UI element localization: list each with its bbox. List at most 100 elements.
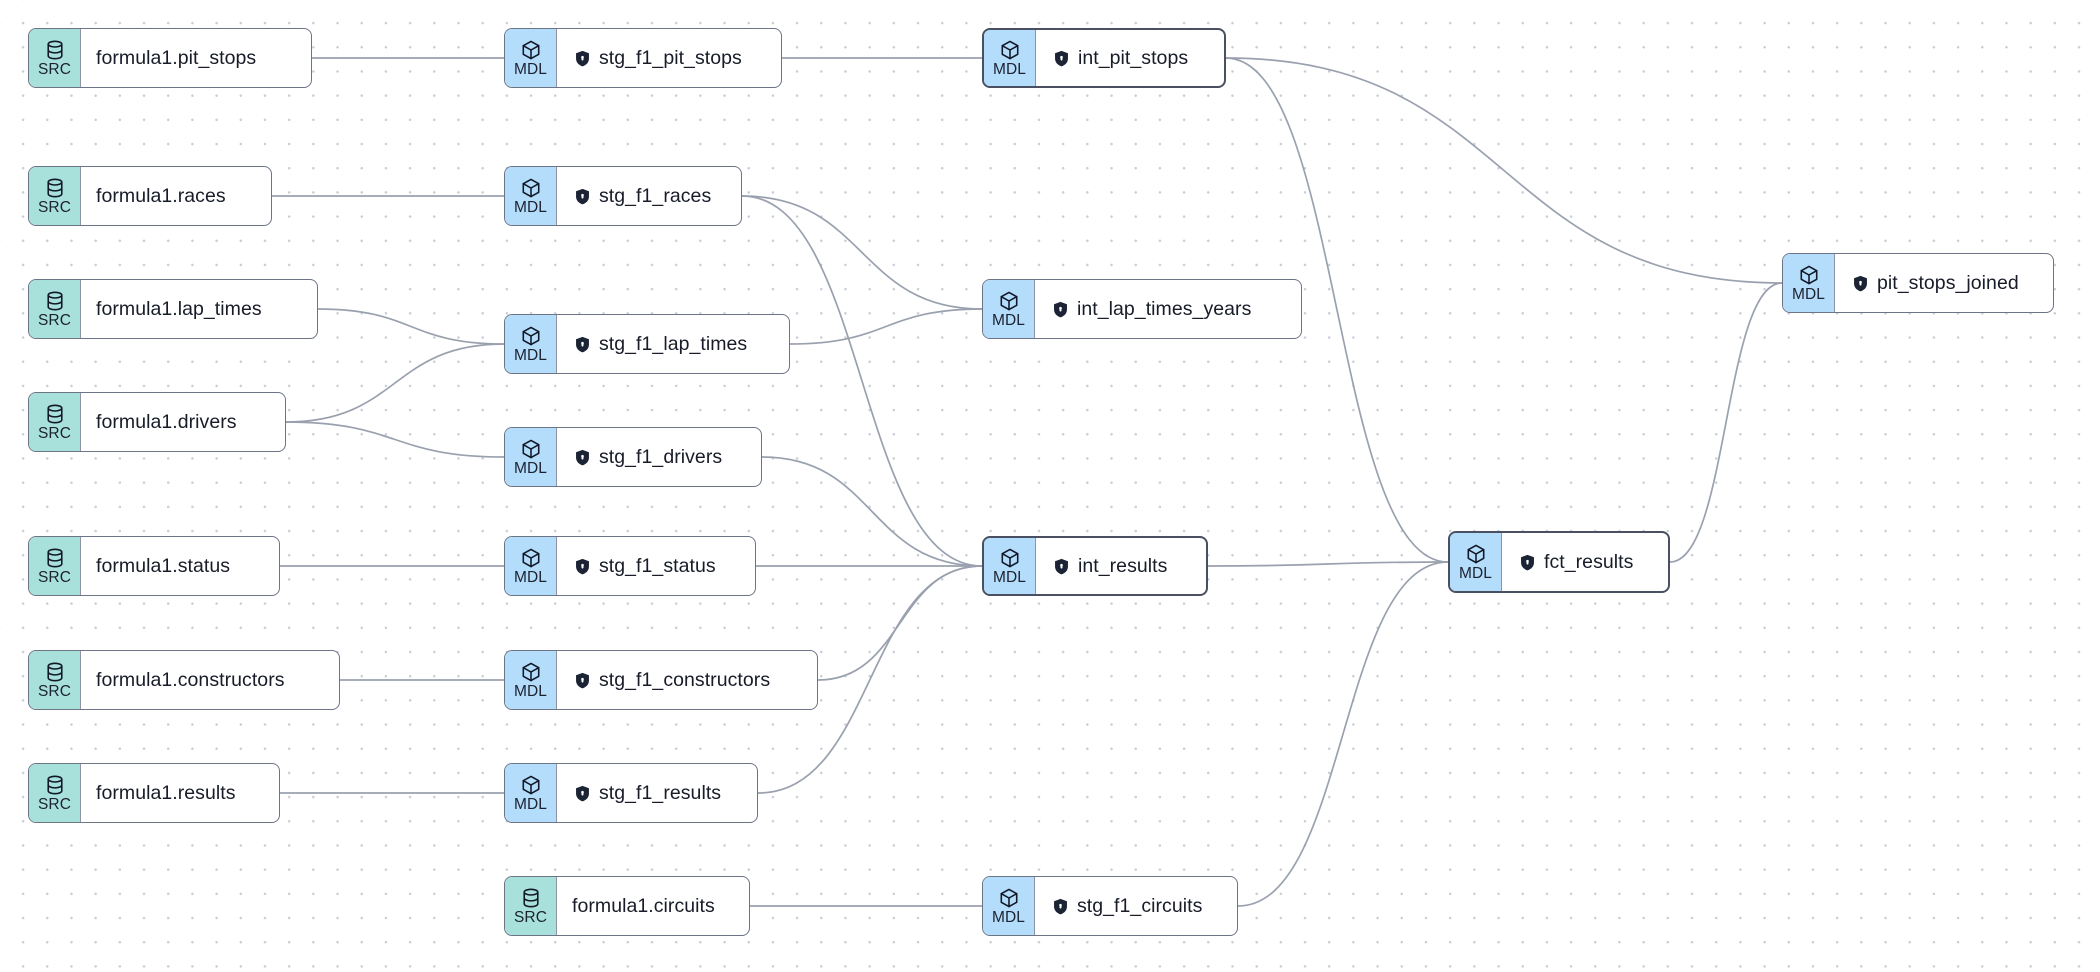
shield-lock-icon (575, 785, 590, 802)
edge-src_drivers-to-stg_drivers (285, 421, 505, 458)
cube-icon (520, 177, 542, 199)
cube-icon (998, 290, 1020, 312)
node-label: stg_f1_results (599, 781, 722, 804)
lineage-node-stg_circuits[interactable]: MDL stg_f1_circuits (982, 876, 1238, 936)
cube-icon (520, 438, 542, 460)
node-label: pit_stops_joined (1877, 271, 2019, 294)
source-badge: SRC (29, 764, 81, 822)
source-badge: SRC (29, 29, 81, 87)
node-label: int_results (1078, 554, 1168, 577)
lineage-node-int_results[interactable]: MDL int_results (982, 536, 1208, 596)
node-label: formula1.lap_times (96, 297, 262, 320)
edge-stg_races-to-int_lap_times_years (741, 195, 983, 310)
lineage-node-stg_drivers[interactable]: MDL stg_f1_drivers (504, 427, 762, 487)
shield-lock-icon (575, 449, 590, 466)
lineage-node-src_pit_stops[interactable]: SRC formula1.pit_stops (28, 28, 312, 88)
shield-lock-icon (575, 336, 590, 353)
node-type-label: SRC (37, 60, 72, 78)
edge-stg_races-to-int_results (741, 195, 983, 567)
node-body: formula1.pit_stops (81, 29, 311, 87)
node-label: int_pit_stops (1078, 46, 1189, 69)
lineage-node-src_circuits[interactable]: SRC formula1.circuits (504, 876, 750, 936)
lineage-node-stg_pit_stops[interactable]: MDL stg_f1_pit_stops (504, 28, 782, 88)
lineage-node-src_results[interactable]: SRC formula1.results (28, 763, 280, 823)
node-body: formula1.circuits (557, 877, 749, 935)
model-badge: MDL (505, 537, 557, 595)
lineage-node-src_drivers[interactable]: SRC formula1.drivers (28, 392, 286, 452)
node-type-label: SRC (37, 682, 72, 700)
node-body: stg_f1_races (557, 167, 741, 225)
node-type-label: SRC (37, 311, 72, 329)
cube-icon (520, 325, 542, 347)
node-label: fct_results (1544, 550, 1634, 573)
model-badge: MDL (984, 538, 1036, 594)
lineage-node-stg_results[interactable]: MDL stg_f1_results (504, 763, 758, 823)
edge-int_results-to-fct_results (1207, 561, 1449, 567)
database-cylinder-icon (44, 774, 66, 796)
node-body: int_results (1036, 538, 1206, 594)
node-label: formula1.drivers (96, 410, 237, 433)
node-type-label: SRC (37, 424, 72, 442)
shield-lock-icon (1853, 275, 1868, 292)
node-label: stg_f1_drivers (599, 445, 723, 468)
lineage-node-src_races[interactable]: SRC formula1.races (28, 166, 272, 226)
node-type-label: SRC (37, 568, 72, 586)
node-body: fct_results (1502, 533, 1668, 591)
node-type-label: SRC (513, 908, 548, 926)
node-body: formula1.races (81, 167, 271, 225)
model-badge: MDL (505, 167, 557, 225)
source-badge: SRC (29, 280, 81, 338)
lineage-node-src_constructors[interactable]: SRC formula1.constructors (28, 650, 340, 710)
node-label: stg_f1_status (599, 554, 716, 577)
node-label: stg_f1_pit_stops (599, 46, 742, 69)
database-cylinder-icon (44, 39, 66, 61)
lineage-node-fct_results[interactable]: MDL fct_results (1448, 531, 1670, 593)
model-badge: MDL (505, 764, 557, 822)
source-badge: SRC (29, 393, 81, 451)
shield-lock-icon (1054, 558, 1069, 575)
lineage-node-pit_stops_joined[interactable]: MDL pit_stops_joined (1782, 253, 2054, 313)
cube-icon (520, 774, 542, 796)
lineage-node-src_lap_times[interactable]: SRC formula1.lap_times (28, 279, 318, 339)
lineage-node-src_status[interactable]: SRC formula1.status (28, 536, 280, 596)
node-type-label: MDL (513, 198, 548, 216)
node-type-label: MDL (992, 60, 1027, 78)
shield-lock-icon (575, 188, 590, 205)
lineage-node-int_pit_stops[interactable]: MDL int_pit_stops (982, 28, 1226, 88)
lineage-node-stg_status[interactable]: MDL stg_f1_status (504, 536, 756, 596)
node-type-label: MDL (513, 568, 548, 586)
node-label: formula1.circuits (572, 894, 715, 917)
lineage-node-int_lap_times_years[interactable]: MDL int_lap_times_years (982, 279, 1302, 339)
node-body: stg_f1_results (557, 764, 757, 822)
node-label: formula1.pit_stops (96, 46, 257, 69)
cube-icon (520, 661, 542, 683)
shield-lock-icon (1520, 554, 1535, 571)
node-type-label: MDL (513, 682, 548, 700)
lineage-node-stg_lap_times[interactable]: MDL stg_f1_lap_times (504, 314, 790, 374)
lineage-node-stg_races[interactable]: MDL stg_f1_races (504, 166, 742, 226)
node-body: formula1.status (81, 537, 279, 595)
node-body: int_pit_stops (1036, 30, 1224, 86)
model-badge: MDL (1450, 533, 1502, 591)
node-type-label: MDL (513, 60, 548, 78)
cube-icon (999, 547, 1021, 569)
model-badge: MDL (1783, 254, 1835, 312)
model-badge: MDL (505, 315, 557, 373)
model-badge: MDL (984, 30, 1036, 86)
node-label: formula1.results (96, 781, 236, 804)
node-type-label: MDL (991, 908, 1026, 926)
shield-lock-icon (575, 50, 590, 67)
database-cylinder-icon (44, 547, 66, 569)
node-body: formula1.results (81, 764, 279, 822)
node-body: formula1.drivers (81, 393, 285, 451)
source-badge: SRC (29, 167, 81, 225)
database-cylinder-icon (44, 661, 66, 683)
database-cylinder-icon (44, 177, 66, 199)
source-badge: SRC (29, 651, 81, 709)
node-body: stg_f1_drivers (557, 428, 761, 486)
lineage-node-stg_constructors[interactable]: MDL stg_f1_constructors (504, 650, 818, 710)
node-type-label: MDL (1791, 285, 1826, 303)
node-type-label: MDL (1458, 564, 1493, 582)
